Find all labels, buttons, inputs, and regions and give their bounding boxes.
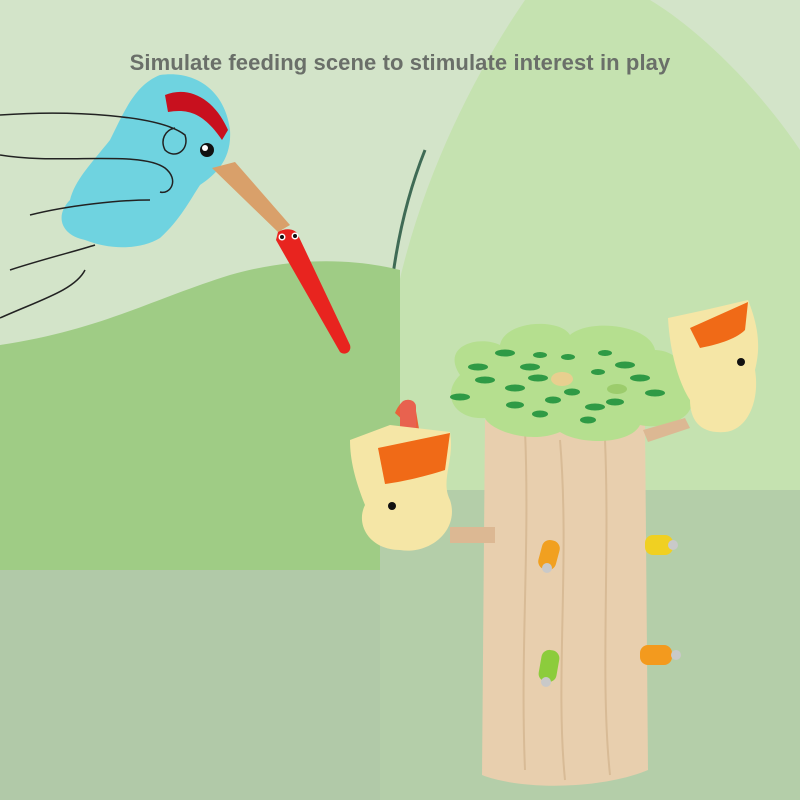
red-crest — [165, 91, 228, 140]
caption-text: Simulate feeding scene to stimulate inte… — [129, 50, 671, 75]
beak-right — [690, 302, 748, 348]
canopy-hole — [607, 384, 627, 394]
leaf-canopy — [450, 323, 693, 442]
yellow-bird-right — [643, 300, 759, 442]
canopy-knob — [551, 372, 573, 386]
yellow-bird-left — [350, 399, 495, 551]
hand-outline — [0, 112, 187, 319]
red-caterpillar — [276, 229, 351, 354]
trunk-caterpillars — [538, 535, 681, 687]
beak-left — [378, 433, 450, 484]
perch-left — [450, 527, 495, 543]
beak-stick — [212, 162, 290, 232]
hill — [0, 261, 400, 490]
tree-trunk — [482, 420, 648, 786]
